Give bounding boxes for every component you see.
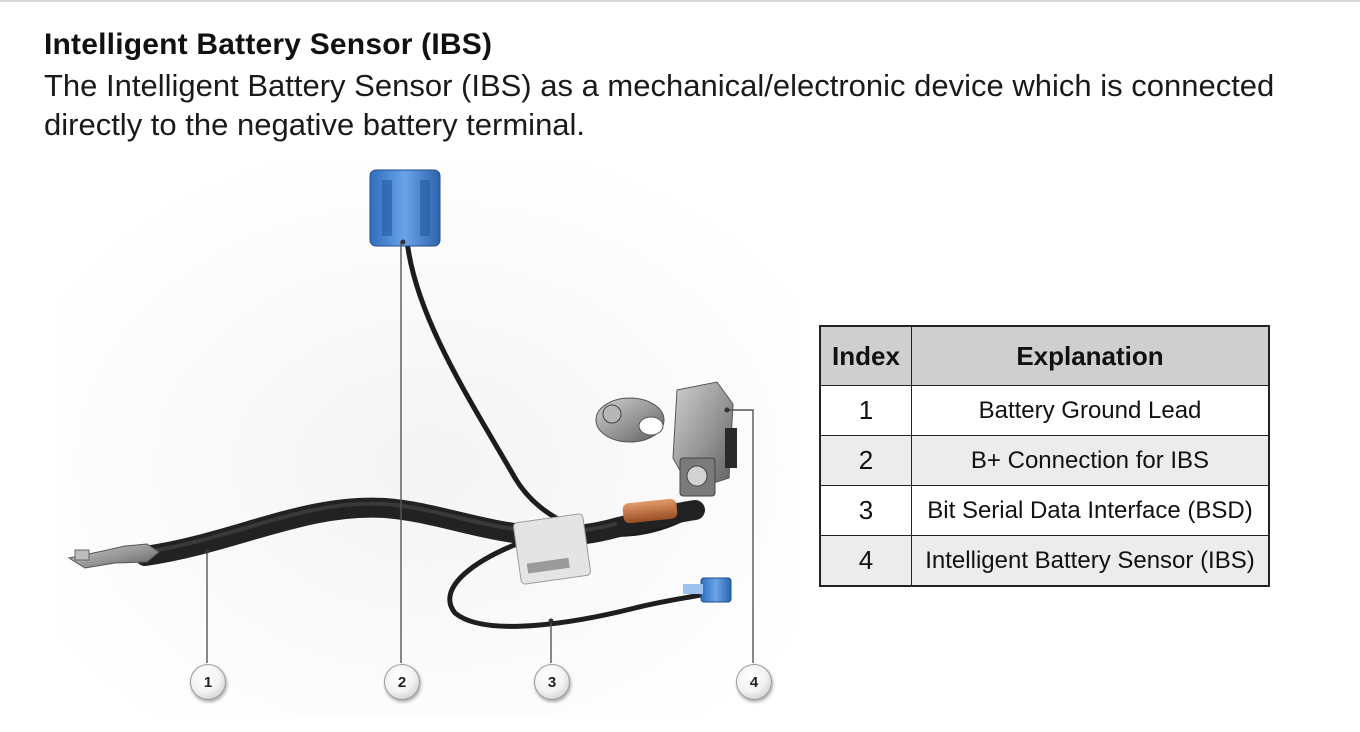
table-row: 1 Battery Ground Lead: [819, 385, 1270, 436]
table-row: 2 B+ Connection for IBS: [819, 435, 1270, 486]
row-explanation: Bit Serial Data Interface (BSD): [911, 485, 1270, 536]
callout-1: 1: [190, 664, 226, 700]
page-title: Intelligent Battery Sensor (IBS): [44, 28, 493, 61]
row-index: 3: [819, 485, 912, 536]
callout-4: 4: [736, 664, 772, 700]
intro-paragraph: The Intelligent Battery Sensor (IBS) as …: [44, 68, 1275, 142]
index-column-header: Index: [819, 325, 912, 386]
row-explanation: B+ Connection for IBS: [911, 435, 1270, 486]
row-explanation: Intelligent Battery Sensor (IBS): [911, 535, 1270, 587]
row-explanation: Battery Ground Lead: [911, 385, 1270, 436]
table-header-row: Index Explanation: [819, 325, 1270, 386]
ibs-cable-drawing: [55, 158, 800, 718]
row-index: 1: [819, 385, 912, 436]
top-divider: [0, 0, 1360, 2]
ibs-illustration: 1 2 3 4: [55, 158, 800, 718]
table-row: 4 Intelligent Battery Sensor (IBS): [819, 535, 1270, 587]
callout-2: 2: [384, 664, 420, 700]
index-table: Index Explanation 1 Battery Ground Lead …: [819, 325, 1270, 587]
explanation-column-header: Explanation: [911, 325, 1270, 386]
row-index: 2: [819, 435, 912, 486]
row-index: 4: [819, 535, 912, 587]
callout-3: 3: [534, 664, 570, 700]
table-row: 3 Bit Serial Data Interface (BSD): [819, 485, 1270, 536]
